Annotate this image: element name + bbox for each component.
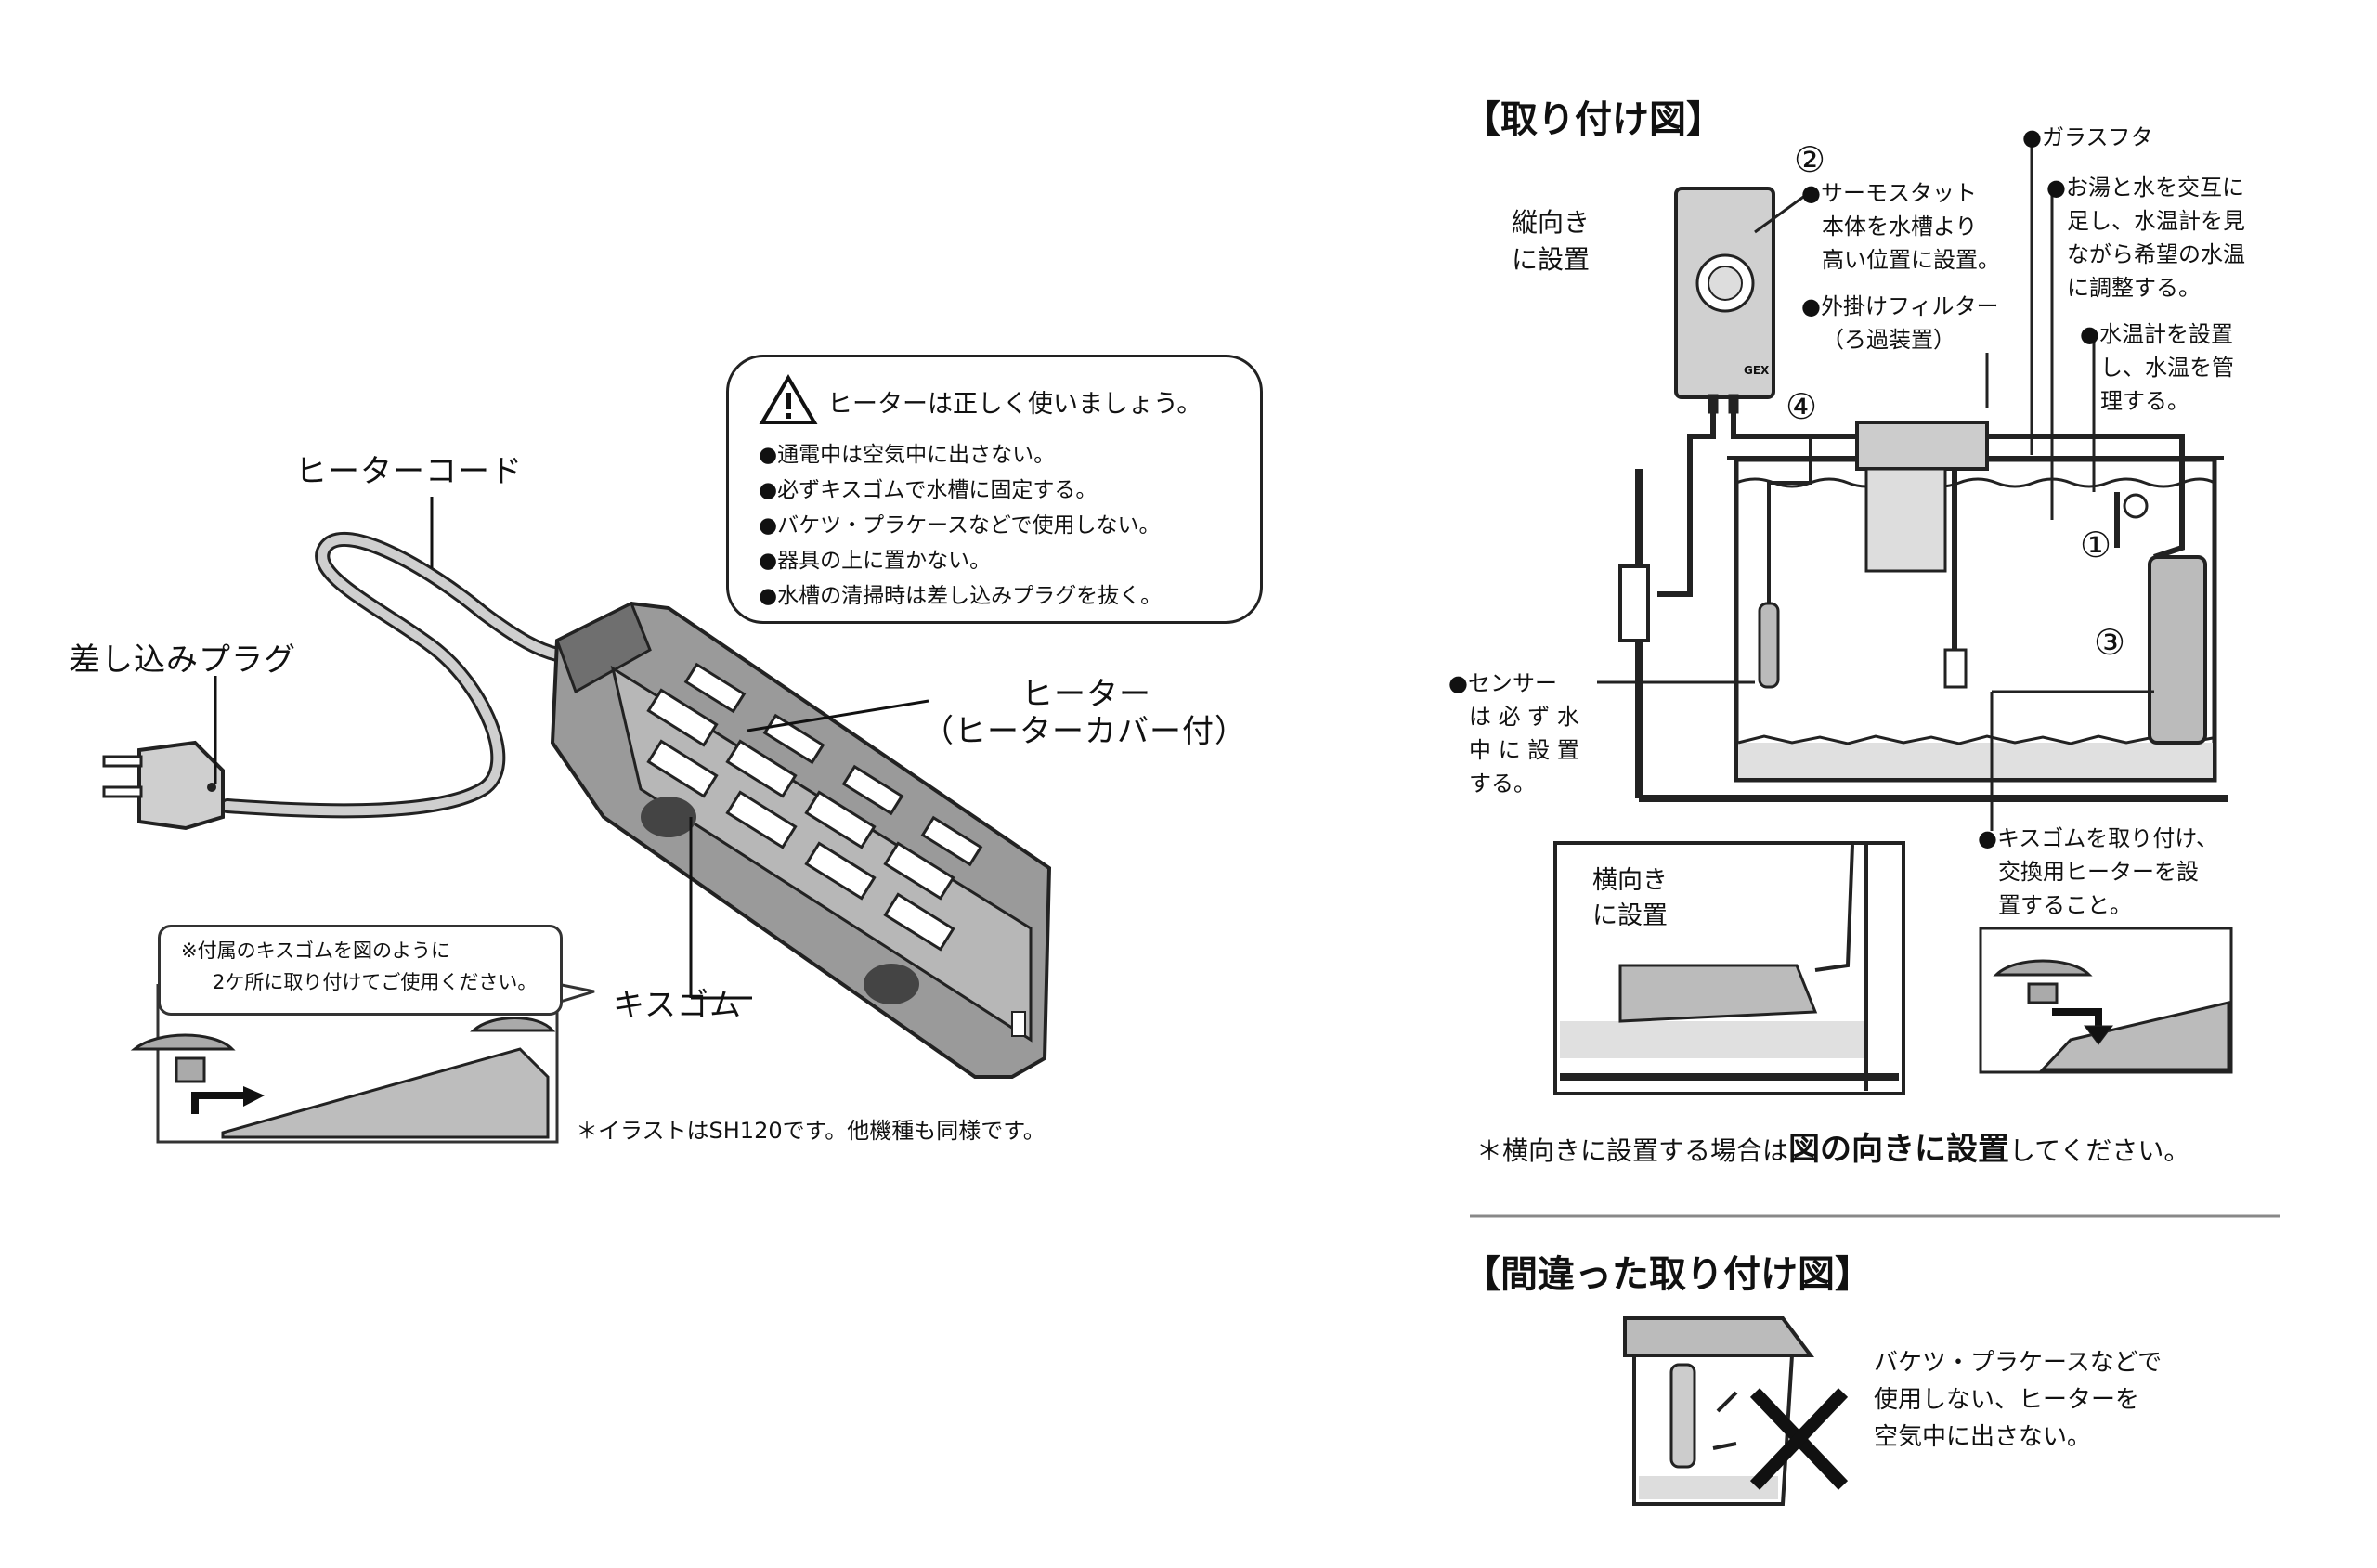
wrong-note-line-1: バケツ・プラケースなどで: [1874, 1349, 2163, 1377]
heater-drawing: [550, 601, 1052, 1079]
wrong-note-line-3: 空気中に出さない。: [1874, 1423, 2092, 1451]
vertical-line-2: に設置: [1512, 244, 1591, 275]
horizontal-inset: [1553, 841, 1905, 1095]
warning-item: ●通電中は空気中に出さない。: [759, 443, 1056, 467]
horizontal-note-c: してください。: [2009, 1135, 2190, 1166]
wrong-note-line-2: 使用しない、ヒーターを: [1874, 1386, 2140, 1414]
sensor-line-4: する。: [1469, 771, 1536, 797]
hot-water-line-1: ●お湯と水を交互に: [2046, 175, 2244, 201]
suction-note-line-2: 交換用ヒーターを設: [1998, 859, 2199, 885]
horizontal-line-1: 横向き: [1592, 866, 1668, 895]
suction-label: キスゴム: [613, 987, 742, 1024]
bubble-illustration: [130, 982, 595, 1144]
thermostat-label: ●サーモスタット 本体を水槽より 高い位置に設置。: [1801, 176, 2000, 277]
horizontal-line-2: に設置: [1592, 901, 1668, 930]
wrong-install-note: バケツ・プラケースなどで 使用しない、ヒーターを 空気中に出さない。: [1874, 1344, 2162, 1456]
tank-diagram: [1597, 135, 2228, 831]
thermometer-label: ●水温計を設置 し、水温を管 理する。: [2080, 317, 2234, 418]
illustration-note: ＊イラストはSH120です。他機種も同様です。: [576, 1118, 1046, 1144]
suction-note-bubble: ※付属のキスゴムを図のように 2ケ所に取り付けてご使用ください。: [158, 925, 563, 1016]
thermometer-line-1: ●水温計を設置: [2080, 321, 2233, 347]
thermostat-line-1: ●サーモスタット: [1801, 180, 1977, 206]
hot-water-line-4: に調整する。: [2067, 275, 2201, 301]
plug-label: 差し込みプラグ: [69, 641, 296, 679]
filter-line-1: ●外掛けフィルター: [1801, 293, 1999, 319]
bubble-line-1: ※付属のキスゴムを図のように: [181, 940, 450, 962]
plug-drawing: [102, 740, 225, 831]
bubble-line-2: 2ケ所に取り付けてご使用ください。: [213, 971, 538, 993]
hot-water-line-3: ながら希望の水温: [2067, 241, 2245, 267]
vertical-install-label: 縦向き に設置: [1512, 204, 1590, 279]
sensor-line-2: は 必 ず 水: [1469, 704, 1579, 730]
leader-lines: [214, 497, 929, 1000]
number-4: ④: [1786, 386, 1818, 427]
suction-note-line-1: ●キスゴムを取り付け、: [1978, 825, 2219, 851]
number-3: ③: [2094, 622, 2126, 663]
filter-line-2: （ろ過装置）: [1822, 327, 1955, 353]
wrong-install-illustration: [1623, 1316, 1849, 1506]
horizontal-note: ＊横向きに設置する場合は図の向きに設置してください。: [1476, 1123, 2189, 1169]
warning-list: ●通電中は空気中に出さない。 ●必ずキスゴムで水槽に固定する。 ●バケツ・プラケ…: [759, 437, 1162, 614]
warning-item: ●器具の上に置かない。: [759, 549, 992, 573]
thermometer-line-2: し、水温を管: [2100, 355, 2234, 381]
number-1: ①: [2080, 525, 2112, 565]
warning-item: ●水槽の清掃時は差し込みプラグを抜く。: [759, 584, 1163, 608]
warning-icon: [759, 374, 818, 424]
thermostat-brand: GEX: [1744, 364, 1770, 377]
heater-cord-inner: [223, 534, 562, 816]
glass-lid-label: ●ガラスフタ: [2022, 124, 2153, 150]
thermometer-line-3: 理する。: [2100, 388, 2189, 414]
heater-cord-label: ヒーターコード: [295, 453, 523, 490]
warning-title: ヒーターは正しく使いましょう。: [827, 390, 1202, 419]
warning-item: ●必ずキスゴムで水槽に固定する。: [759, 478, 1098, 502]
suction-inset: [1979, 927, 2233, 1074]
horizontal-note-b: 図の向きに設置: [1788, 1131, 2010, 1168]
horizontal-install-label: 横向き に設置: [1592, 863, 1668, 934]
warning-item: ●バケツ・プラケースなどで使用しない。: [759, 513, 1161, 538]
hot-water-label: ●お湯と水を交互に 足し、水温計を見 ながら希望の水温 に調整する。: [2046, 171, 2245, 305]
vertical-line-1: 縦向き: [1512, 207, 1591, 238]
filter-label: ●外掛けフィルター （ろ過装置）: [1801, 290, 1998, 356]
hot-water-line-2: 足し、水温計を見: [2067, 208, 2245, 234]
suction-note-line-3: 置すること。: [1998, 892, 2132, 918]
install-title: 【取り付け図】: [1463, 98, 1723, 141]
suction-replace-label: ●キスゴムを取り付け、 交換用ヒーターを設 置すること。: [1978, 822, 2218, 922]
warning-box: ヒーターは正しく使いましょう。 ●通電中は空気中に出さない。 ●必ずキスゴムで水…: [726, 355, 1263, 624]
sensor-label: ●センサー は 必 ず 水 中 に 設 置 する。: [1448, 667, 1579, 800]
thermostat-line-3: 高い位置に設置。: [1822, 247, 2000, 273]
thermostat-line-2: 本体を水槽より: [1822, 214, 1978, 240]
bubble-text: ※付属のキスゴムを図のように 2ケ所に取り付けてご使用ください。: [181, 935, 537, 998]
wrong-install-title: 【間違った取り付け図】: [1463, 1253, 1872, 1296]
number-2: ②: [1794, 139, 1826, 180]
horizontal-note-a: ＊横向きに設置する場合は: [1476, 1135, 1789, 1166]
heater-sub-label: （ヒーターカバー付）: [922, 713, 1247, 750]
sensor-line-3: 中 に 設 置: [1469, 737, 1579, 763]
heater-label: ヒーター: [1021, 676, 1151, 713]
sensor-line-1: ●センサー: [1448, 670, 1557, 696]
